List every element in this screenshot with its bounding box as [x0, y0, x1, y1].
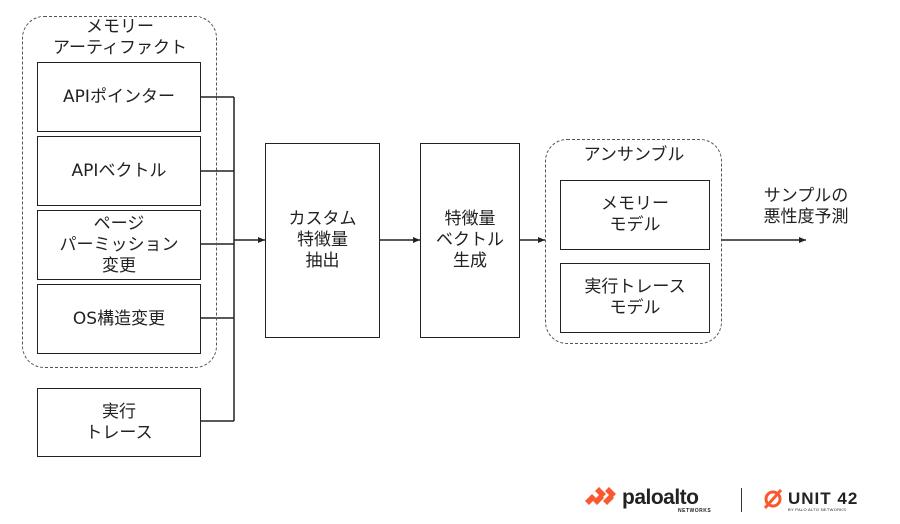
api-vector-box: APIベクトル — [37, 136, 201, 206]
unit42-sub: BY PALO ALTO NETWORKS — [788, 507, 847, 512]
feature-vector-box: 特徴量 ベクトル 生成 — [420, 143, 520, 338]
os-struct-box: OS構造変更 — [37, 284, 201, 354]
paloalto-wordmark: paloalto — [622, 486, 699, 509]
exec-trace-box: 実行 トレース — [37, 388, 201, 457]
memory-model-box: メモリー モデル — [560, 180, 710, 250]
ensemble-group — [545, 139, 722, 344]
page-permission-box: ページ パーミッション 変更 — [37, 210, 201, 280]
memory-artifact-label: メモリー アーティファクト — [40, 17, 200, 59]
unit42-wordmark: UNIT 42 — [788, 489, 859, 508]
unit42-mark-icon — [763, 489, 783, 509]
custom-feature-box: カスタム 特徴量 抽出 — [265, 143, 380, 338]
ensemble-label: アンサンブル — [572, 145, 696, 166]
paloalto-sub: NETWORKS — [678, 508, 712, 514]
output-label: サンプルの 悪性度予測 — [763, 186, 849, 227]
logo-divider — [741, 488, 742, 512]
exec-trace-model-box: 実行トレース モデル — [560, 263, 710, 333]
paloalto-mark-icon — [585, 487, 616, 505]
memory-artifact-group — [22, 16, 217, 368]
paloalto-logo: paloalto NETWORKS — [585, 484, 711, 514]
api-pointer-box: APIポインター — [37, 62, 201, 132]
unit42-logo: UNIT 42 BY PALO ALTO NETWORKS — [762, 486, 858, 512]
